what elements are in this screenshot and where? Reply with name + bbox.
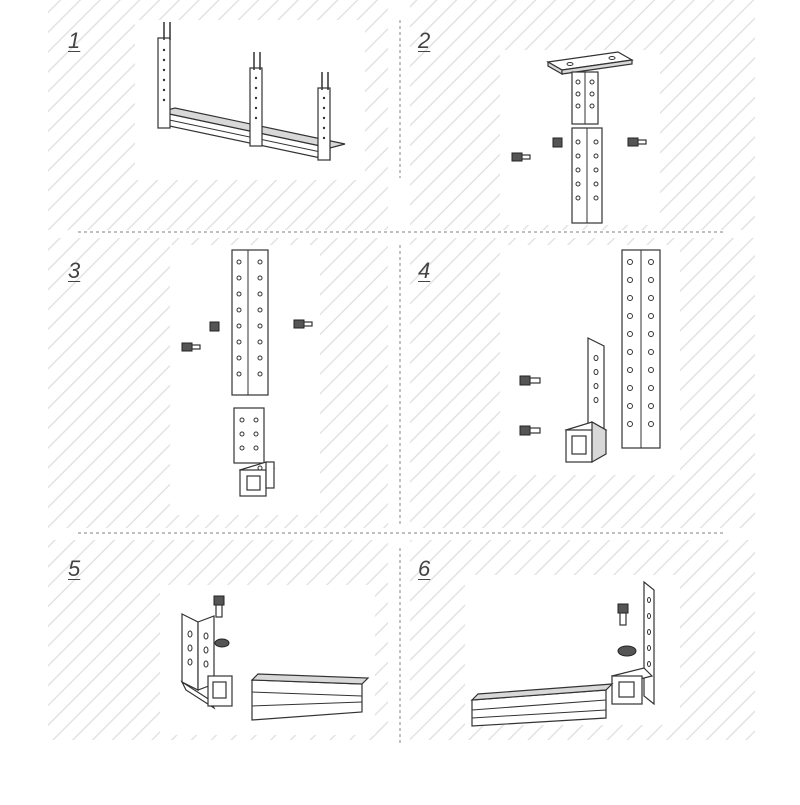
step-number-6: 6 (418, 556, 431, 581)
step4-illustration (519, 249, 661, 464)
bolt-icon (213, 595, 230, 648)
step-number-5: 5 (68, 556, 81, 581)
bolt-icon (511, 137, 647, 162)
step-number-2: 2 (418, 28, 431, 53)
step2-illustration (511, 51, 647, 224)
bolt-icon (181, 319, 313, 352)
step5-illustration (180, 595, 370, 721)
step-number-4: 4 (418, 258, 431, 283)
bolt-icon (617, 603, 637, 657)
step6-illustration (470, 580, 655, 727)
step-number-1: 1 (68, 28, 81, 53)
step3-illustration (181, 249, 313, 497)
bolt-icon (519, 375, 541, 436)
panel-dividers (78, 20, 725, 745)
step-number-3: 3 (68, 258, 81, 283)
step1-illustration (157, 22, 346, 161)
